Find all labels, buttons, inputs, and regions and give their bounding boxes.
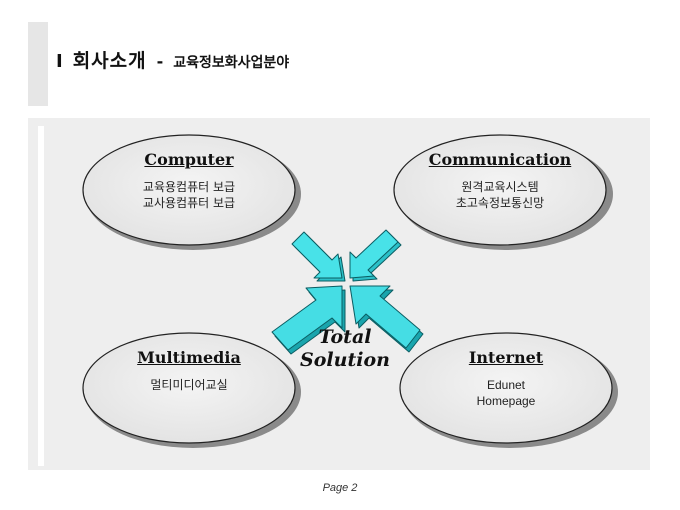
communication-line-2: 초고속정보통신망 xyxy=(455,196,545,210)
communication-title: Communication xyxy=(428,150,572,169)
total-solution-line-2: Solution xyxy=(300,349,390,371)
computer-ellipse xyxy=(82,134,296,246)
title-marker: I xyxy=(56,51,63,72)
multimedia-node: Multimedia 멀티미디어교실 xyxy=(113,348,265,393)
arrow-bottom-right-icon xyxy=(349,285,424,353)
internet-ellipse xyxy=(399,332,613,444)
communication-line-1: 원격교육시스템 xyxy=(461,180,539,194)
computer-line-2: 교사용컴퓨터 보급 xyxy=(142,196,236,210)
converging-arrows xyxy=(271,229,424,355)
internet-node: Internet Edunet Homepage xyxy=(430,348,582,409)
internet-line-2: Homepage xyxy=(476,394,536,408)
total-solution-label: Total Solution xyxy=(292,326,398,372)
page-number: Page 2 xyxy=(322,482,358,494)
title-subtitle: 교육정보화사업분야 xyxy=(173,55,290,71)
multimedia-ellipse xyxy=(82,332,296,444)
multimedia-title: Multimedia xyxy=(137,348,241,367)
computer-node: Computer 교육용컴퓨터 보급 교사용컴퓨터 보급 xyxy=(113,150,265,211)
computer-title: Computer xyxy=(144,150,234,169)
communication-node: Communication 원격교육시스템 초고속정보통신망 xyxy=(414,150,586,211)
arrow-bottom-left-icon xyxy=(271,285,346,355)
internet-line-1: Edunet xyxy=(486,378,526,392)
title-main: 회사소개 xyxy=(72,50,147,72)
total-solution-line-1: Total xyxy=(318,326,372,348)
internet-title: Internet xyxy=(468,348,544,367)
page-title: I 회사소개 - 교육정보화사업분야 xyxy=(56,46,289,73)
title-dash: - xyxy=(156,52,164,71)
title-tab-decoration xyxy=(28,22,48,106)
communication-ellipse xyxy=(393,134,607,246)
arrow-top-right-icon xyxy=(349,229,402,282)
arrow-top-left-icon xyxy=(291,231,346,282)
panel-edge-decoration xyxy=(38,126,44,466)
multimedia-line-1: 멀티미디어교실 xyxy=(150,378,228,392)
computer-line-1: 교육용컴퓨터 보급 xyxy=(142,180,236,194)
